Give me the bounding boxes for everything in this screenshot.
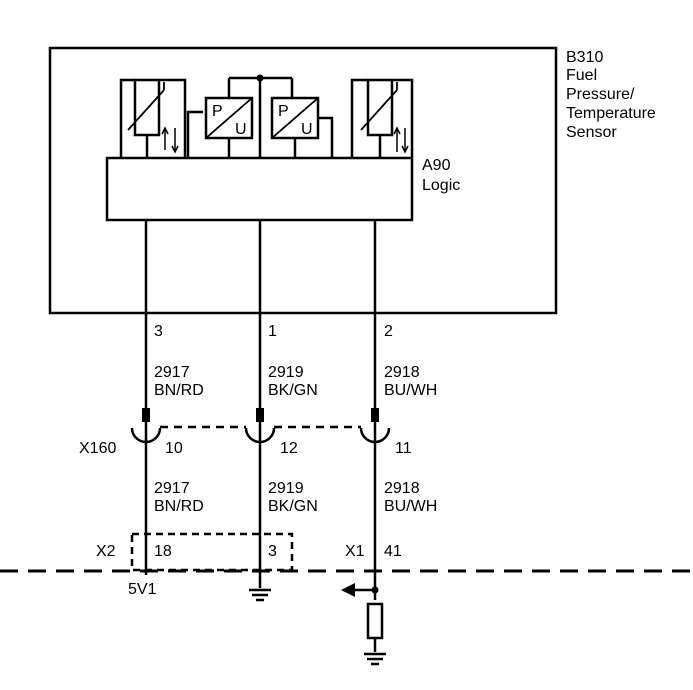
pin-number: 1	[268, 323, 277, 340]
input-arrow-icon	[341, 583, 379, 597]
temperature-sensor-left-icon	[119, 78, 187, 158]
a90-logic-block	[105, 156, 414, 222]
wire-color-label: BN/RD	[154, 498, 204, 515]
ground-icon	[364, 652, 386, 666]
pressure-letter-u: U	[301, 121, 313, 138]
wire-circuit-label: 2919	[268, 480, 304, 497]
b310-housing	[48, 46, 558, 315]
wire-circuit-label: 2919	[268, 364, 304, 381]
connector-pin: 10	[165, 440, 183, 457]
wire-circuit-label: 2917	[154, 364, 190, 381]
temperature-sensor-right-icon	[350, 78, 414, 158]
connector-x2: X2 18 3	[96, 532, 294, 572]
component-name-line: Sensor	[566, 124, 617, 141]
supply-label: 5V1	[128, 581, 157, 598]
component-id: B310	[566, 49, 603, 66]
logic-id: A90	[422, 157, 451, 174]
pressure-letter-u: U	[235, 121, 247, 138]
pin-number: 3	[154, 323, 163, 340]
logic-name: Logic	[422, 177, 460, 194]
connector-x160: X160 10 12 11	[79, 408, 412, 457]
wire-color-label: BU/WH	[384, 382, 437, 399]
pressure-sensor-left-icon: P U	[186, 76, 260, 158]
pressure-letter-p: P	[278, 103, 289, 120]
pressure-sensor-right-icon: P U	[256, 74, 334, 158]
connector-pin: 18	[154, 543, 172, 560]
wire-color-label: BU/WH	[384, 498, 437, 515]
a90-label: A90 Logic	[422, 157, 460, 194]
pin-number: 2	[384, 323, 393, 340]
wire-circuit-label: 2918	[384, 480, 420, 497]
wire-color-label: BK/GN	[268, 498, 318, 515]
connector-x1: X1 41	[345, 543, 402, 560]
pressure-letter-p: P	[212, 103, 223, 120]
resistor-icon	[366, 602, 384, 652]
connector-id: X1	[345, 543, 365, 560]
connector-id: X2	[96, 543, 116, 560]
connector-pin: 12	[280, 440, 298, 457]
connector-pin: 11	[395, 440, 412, 457]
wire-color-label: BK/GN	[268, 382, 318, 399]
ground-icon	[249, 588, 271, 602]
wire-color-label: BN/RD	[154, 382, 204, 399]
component-name-line: Temperature	[566, 105, 656, 122]
wire-circuit-label: 2918	[384, 364, 420, 381]
component-name-line: Pressure/	[566, 86, 635, 103]
b310-label: B310 Fuel Pressure/ Temperature Sensor	[566, 49, 656, 141]
connector-pin: 3	[268, 543, 277, 560]
connector-id: X160	[79, 440, 116, 457]
connector-pin: 41	[384, 543, 402, 560]
wire-circuit-label: 2917	[154, 480, 190, 497]
component-name-line: Fuel	[566, 67, 597, 84]
